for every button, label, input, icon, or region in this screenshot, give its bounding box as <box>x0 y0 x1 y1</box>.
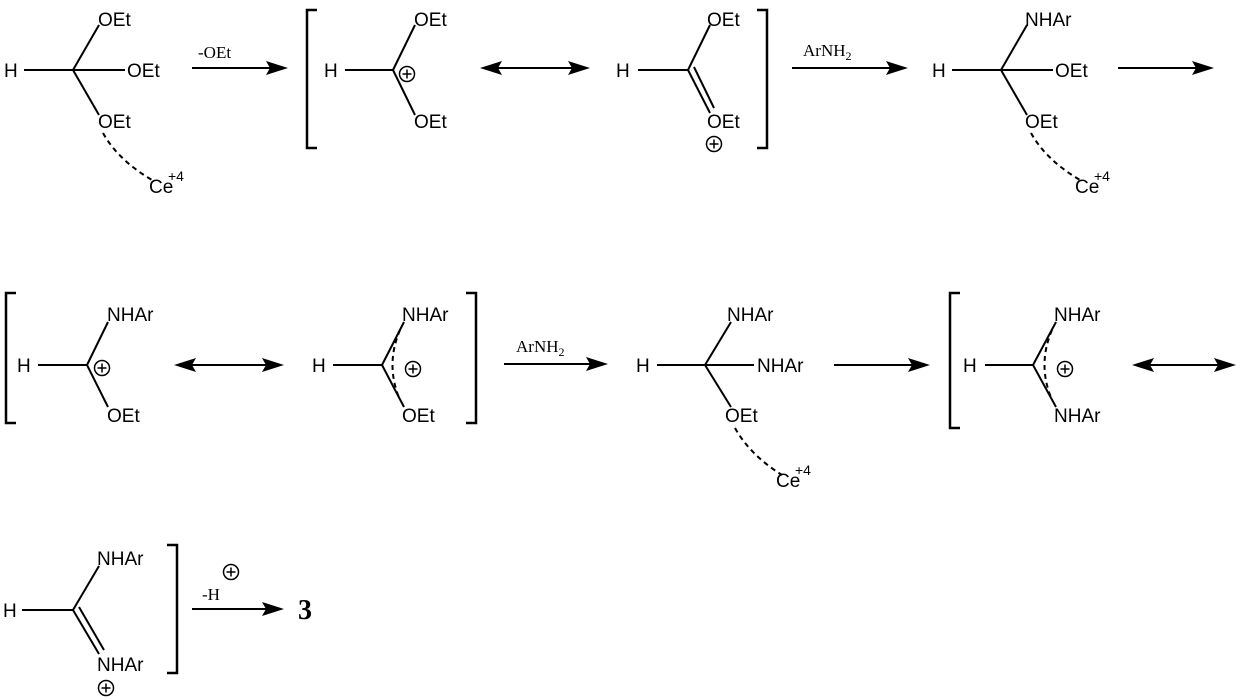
aminocarbenium-ion: H NHAr OEt <box>17 305 154 427</box>
delocalized-aminocarbenium-ion: H NHAr OEt <box>312 305 449 427</box>
atom-oet: OEt <box>707 112 740 133</box>
bracket-left <box>4 291 16 425</box>
atom-oet: OEt <box>414 112 447 133</box>
atom-ce: Ce <box>1075 177 1099 198</box>
atom-h: H <box>3 601 17 622</box>
reagent-minus-oet: -OEt <box>198 43 231 62</box>
arrow-add-amine: ArNH2 <box>792 41 908 75</box>
resonance-arrow <box>174 358 284 372</box>
reagent-minus-h: -H <box>202 585 220 604</box>
positive-charge-icon <box>93 359 111 377</box>
resonance-arrow <box>480 61 590 75</box>
atom-h: H <box>17 356 31 377</box>
arrow-continue <box>1118 61 1214 75</box>
atom-h: H <box>636 356 650 377</box>
atom-oet: OEt <box>107 406 140 427</box>
positive-charge-icon <box>398 65 416 83</box>
positive-charge-icon <box>97 679 115 697</box>
ce-charge: +4 <box>795 462 811 478</box>
positive-charge-icon <box>705 135 723 153</box>
arrow-loss-of-ethoxide: -OEt <box>192 43 288 75</box>
atom-oet: OEt <box>1025 112 1058 133</box>
resonance-arrow <box>1132 358 1236 372</box>
atom-ce: Ce <box>149 177 173 198</box>
reagent-arnh2: ArNH2 <box>803 41 852 63</box>
product-label: 3 <box>298 595 312 626</box>
positive-charge-icon <box>1056 360 1074 378</box>
atom-oet: OEt <box>707 10 740 31</box>
atom-nhar: NHAr <box>97 549 144 570</box>
diamino-acetal-ce-complex: H NHAr NHAr OEt Ce +4 <box>636 305 811 492</box>
bracket-right <box>466 291 478 425</box>
atom-h: H <box>4 61 18 82</box>
bracket-right <box>757 8 769 150</box>
bracket-left <box>948 291 960 430</box>
arrow-add-amine: ArNH2 <box>504 337 608 371</box>
arrow-continue <box>834 358 930 372</box>
bracket-left <box>305 8 317 150</box>
atom-h: H <box>616 61 630 82</box>
atom-nhar: NHAr <box>1054 305 1101 326</box>
atom-oet: OEt <box>98 10 131 31</box>
atom-nhar: NHAr <box>1025 10 1072 31</box>
atom-nhar: NHAr <box>107 305 154 326</box>
atom-oet: OEt <box>127 61 160 82</box>
atom-nhar: NHAr <box>757 356 804 377</box>
positive-charge-icon <box>222 563 240 581</box>
atom-oet: OEt <box>1055 61 1088 82</box>
bracket-right <box>167 543 179 675</box>
atom-oet: OEt <box>414 10 447 31</box>
arrow-deprotonation: -H <box>192 563 284 616</box>
atom-nhar: NHAr <box>402 305 449 326</box>
atom-oet: OEt <box>98 112 131 133</box>
atom-ce: Ce <box>776 471 800 492</box>
ce-charge: +4 <box>1094 168 1110 184</box>
amidinium-ion: H NHAr NHAr <box>963 305 1101 427</box>
atom-h: H <box>963 356 977 377</box>
iminium-form: H NHAr NHAr <box>3 549 144 697</box>
atom-h: H <box>932 61 946 82</box>
atom-nhar: NHAr <box>97 655 144 676</box>
atom-h: H <box>324 61 338 82</box>
atom-oet: OEt <box>725 406 758 427</box>
reagent-arnh2: ArNH2 <box>516 337 565 359</box>
atom-h: H <box>312 356 326 377</box>
atom-nhar: NHAr <box>1054 406 1101 427</box>
dialkoxycarbenium-ion: H OEt OEt <box>324 10 447 133</box>
amino-acetal-ce-complex: H NHAr OEt OEt Ce +4 <box>932 10 1110 198</box>
positive-charge-icon <box>404 360 422 378</box>
orthoformate-ce-complex: H OEt OEt OEt Ce +4 <box>4 10 184 198</box>
oxocarbenium-ion: H OEt OEt <box>616 10 740 153</box>
ce-charge: +4 <box>168 168 184 184</box>
atom-nhar: NHAr <box>727 305 774 326</box>
atom-oet: OEt <box>402 406 435 427</box>
